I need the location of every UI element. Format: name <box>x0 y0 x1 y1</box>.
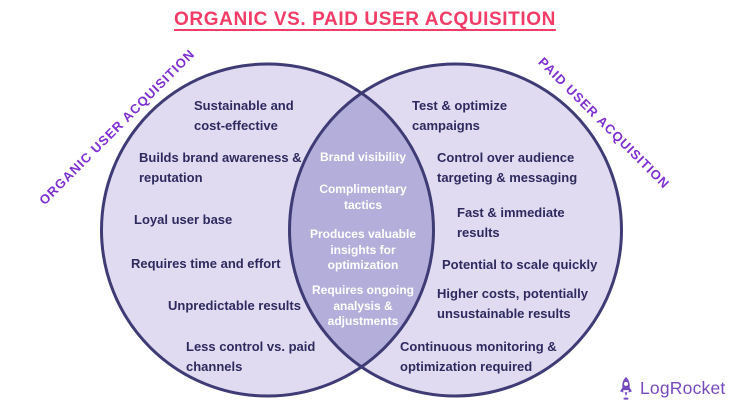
organic-item-less-control: Less control vs. paid channels <box>186 339 316 374</box>
organic-item-brand-awareness: Builds brand awareness & reputation <box>139 150 302 185</box>
organic-item-loyal-users: Loyal user base <box>134 212 233 227</box>
page-title: ORGANIC VS. PAID USER ACQUISITION <box>174 9 556 30</box>
organic-item-sustainable: Sustainable and cost-effective <box>194 98 294 133</box>
paid-item-higher-costs: Higher costs, potentially unsustainable … <box>437 286 588 321</box>
paid-item-fast-results: Fast & immediate results <box>457 205 565 240</box>
paid-item-scale-quickly: Potential to scale quickly <box>442 257 598 272</box>
organic-circle-border <box>100 62 435 398</box>
logrocket-logo-text: LogRocket <box>640 378 726 398</box>
rocket-icon <box>616 376 636 401</box>
paid-circle-border <box>288 62 623 398</box>
organic-item-unpredictable: Unpredictable results <box>168 298 301 313</box>
overlap-item-ongoing-analysis: Requires ongoing analysis & adjustments <box>312 283 414 329</box>
overlap-item-valuable-insights: Produces valuable insights for optimizat… <box>309 227 417 273</box>
paid-item-audience-control: Control over audience targeting & messag… <box>437 150 578 185</box>
overlap-item-complimentary-tactics: Complimentary tactics <box>319 182 407 212</box>
overlap-item-brand-visibility: Brand visibility <box>319 150 407 164</box>
organic-item-time-effort: Requires time and effort <box>131 256 281 271</box>
logrocket-logo: LogRocket <box>616 376 725 401</box>
paid-item-continuous-monitoring: Continuous monitoring & optimization req… <box>400 339 557 374</box>
overlap-lens-shape <box>289 93 434 367</box>
paid-item-test-optimize: Test & optimize campaigns <box>412 98 508 133</box>
